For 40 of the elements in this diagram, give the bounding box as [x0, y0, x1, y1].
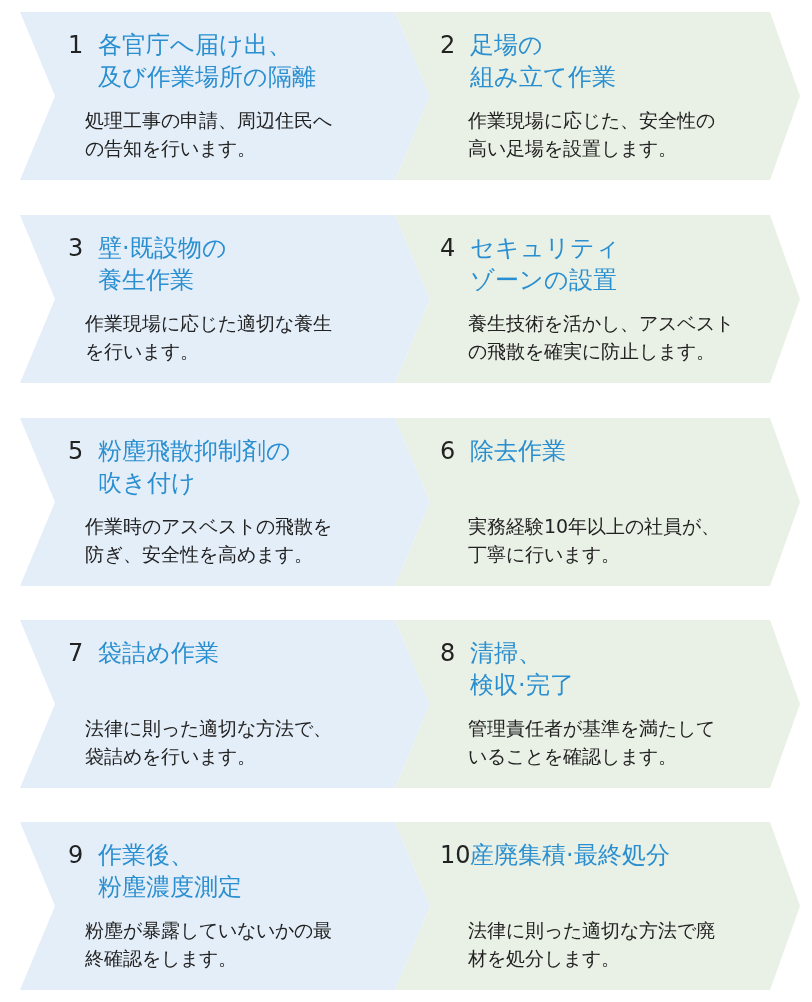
- chevron-step: [395, 620, 800, 788]
- step-description: 実務経験10年以上の社員が、丁寧に行います。: [468, 514, 721, 567]
- chevron-step: [20, 418, 430, 586]
- step-title: 足場の組み立て作業: [470, 30, 616, 93]
- step-title: 作業後、粉塵濃度測定: [98, 840, 242, 903]
- chevron-step: [395, 215, 800, 383]
- step-description: 処理工事の申請、周辺住民への告知を行います。: [85, 108, 332, 161]
- step-title: セキュリティゾーンの設置: [470, 233, 620, 296]
- chevron-step: [395, 12, 800, 180]
- chevron-step: [20, 12, 430, 180]
- step-description: 管理責任者が基準を満たしていることを確認します。: [468, 716, 715, 769]
- step-number: 9: [68, 840, 84, 870]
- step-title: 除去作業: [470, 436, 566, 467]
- chevron-step: [395, 822, 800, 990]
- step-description: 作業現場に応じた、安全性の高い足場を設置します。: [468, 108, 715, 161]
- step-number: 8: [440, 638, 456, 668]
- chevron-step: [395, 418, 800, 586]
- step-number: 7: [68, 638, 84, 668]
- step-title: 各官庁へ届け出、及び作業場所の隔離: [98, 30, 316, 93]
- chevron-step: [20, 215, 430, 383]
- chevron-step: [20, 620, 430, 788]
- step-description: 養生技術を活かし、アスベストの飛散を確実に防止します。: [468, 311, 734, 364]
- step-number: 5: [68, 436, 84, 466]
- step-number: 6: [440, 436, 456, 466]
- step-description: 法律に則った適切な方法で、袋詰めを行います。: [85, 716, 332, 769]
- step-number: 10: [440, 840, 471, 870]
- step-description: 法律に則った適切な方法で廃材を処分します。: [468, 918, 715, 971]
- chevron-step: [20, 822, 430, 990]
- step-number: 1: [68, 30, 84, 60]
- step-title: 粉塵飛散抑制剤の吹き付け: [98, 436, 291, 499]
- step-title: 産廃集積·最終処分: [470, 840, 670, 871]
- step-description: 作業時のアスベストの飛散を防ぎ、安全性を高めます。: [85, 514, 332, 567]
- step-description: 作業現場に応じた適切な養生を行います。: [85, 311, 332, 364]
- step-title: 壁·既設物の養生作業: [98, 233, 227, 296]
- step-number: 3: [68, 233, 84, 263]
- step-number: 4: [440, 233, 456, 263]
- step-number: 2: [440, 30, 456, 60]
- step-title: 清掃、検収·完了: [470, 638, 574, 701]
- step-title: 袋詰め作業: [98, 638, 219, 669]
- step-description: 粉塵が暴露していないかの最終確認をします。: [85, 918, 332, 971]
